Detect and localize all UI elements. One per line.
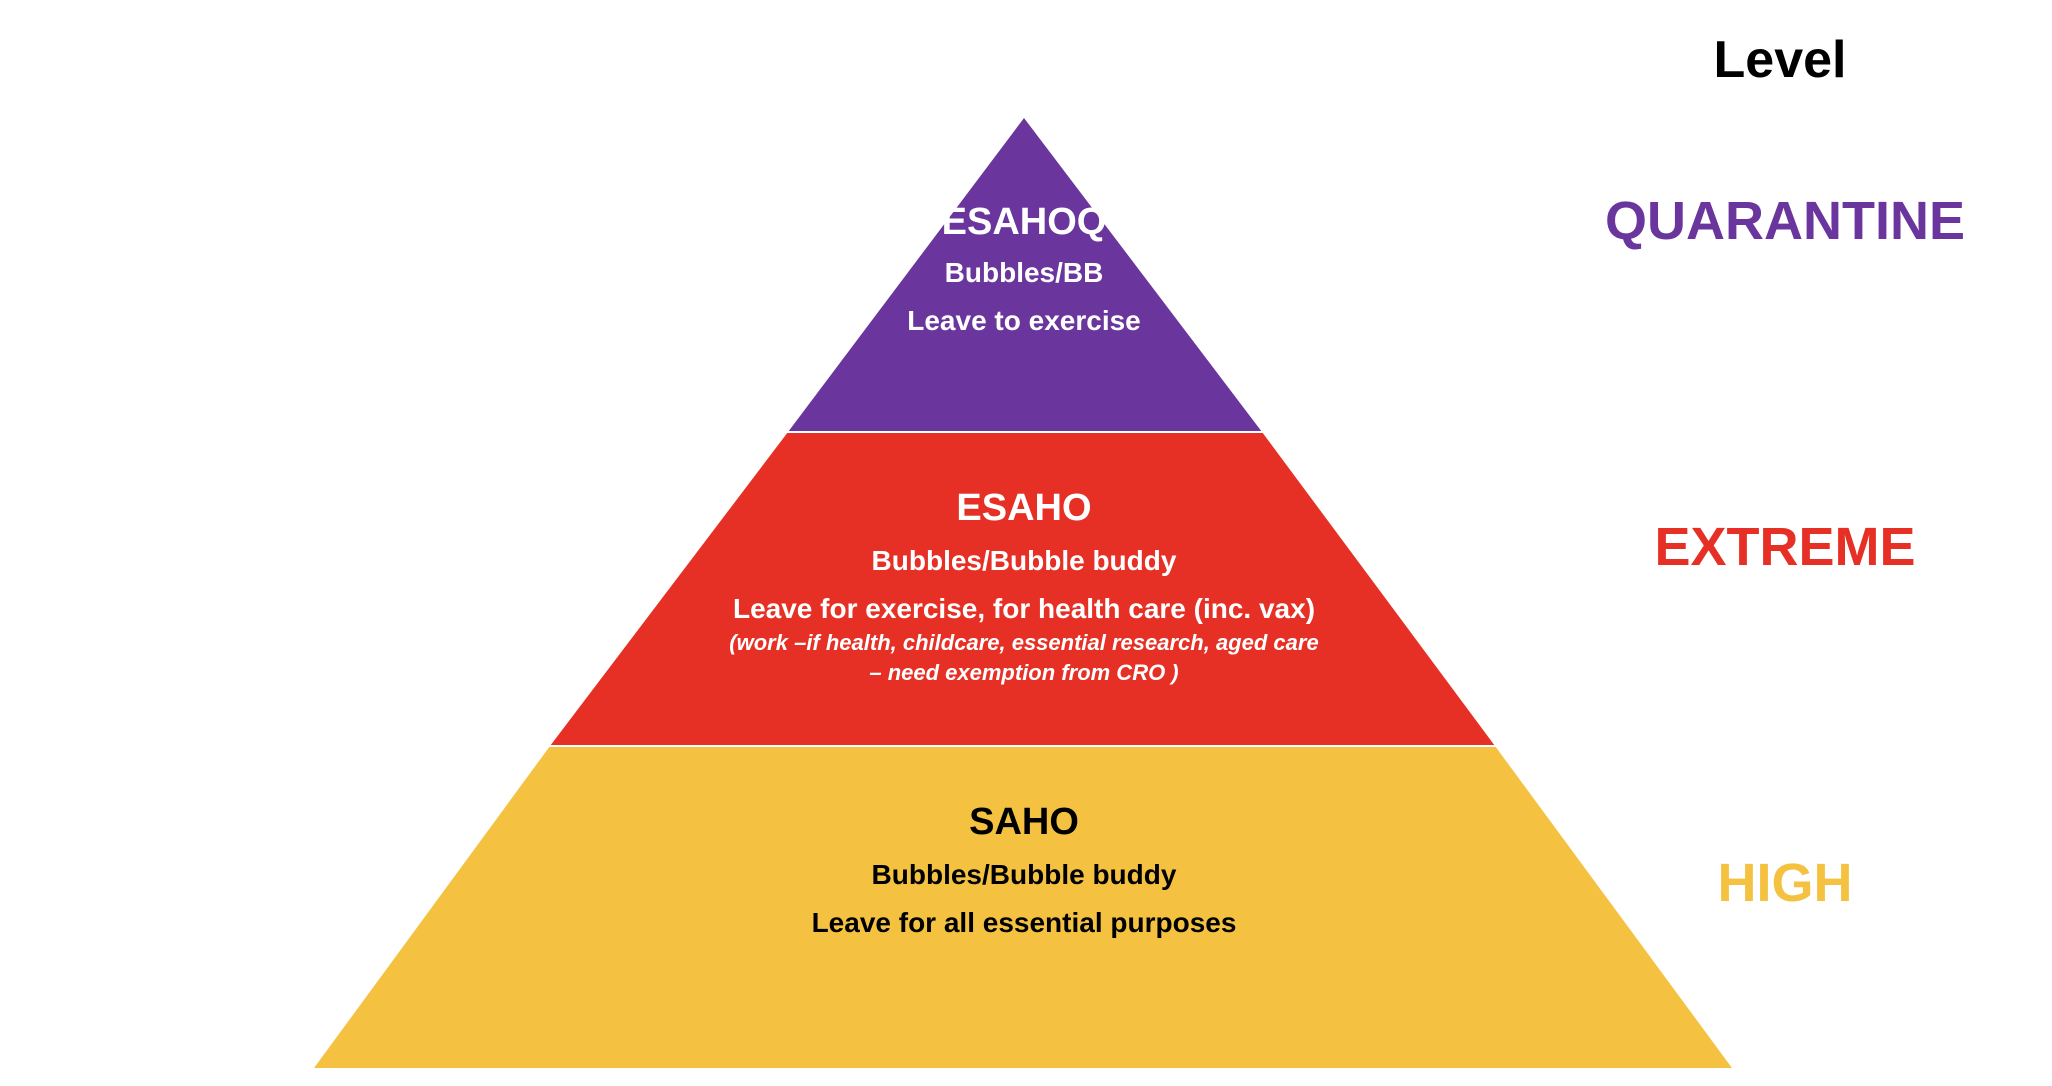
level-heading: Level	[1713, 31, 1847, 89]
tier-extreme-name: ESAHO	[956, 487, 1092, 529]
tier-quarantine-text: ESAHOQ Bubbles/BB Leave to exercise	[907, 200, 1141, 338]
tier-quarantine-shape	[788, 118, 1262, 432]
tier-quarantine-line-1: Bubbles/BB	[944, 257, 1104, 288]
tier-high-name: SAHO	[969, 801, 1079, 843]
tier-extreme-shape	[550, 432, 1495, 746]
level-extreme-label: EXTREME	[1654, 517, 1916, 577]
tier-high-shape	[314, 746, 1732, 1068]
tier-extreme-line-1: Bubbles/Bubble buddy	[871, 545, 1177, 576]
tier-high-line-1: Bubbles/Bubble buddy	[871, 859, 1177, 890]
tier-quarantine-name: ESAHOQ	[941, 201, 1107, 243]
tier-extreme-line-2: Leave for exercise, for health care (inc…	[732, 593, 1316, 624]
tier-quarantine-line-2: Leave to exercise	[907, 305, 1141, 336]
tier-extreme-text: ESAHO Bubbles/Bubble buddy Leave for exe…	[724, 486, 1324, 688]
tier-high-text: SAHO Bubbles/Bubble buddy Leave for all …	[812, 800, 1237, 940]
tier-extreme-note: (work –if health, childcare, essential r…	[729, 630, 1319, 685]
level-quarantine-label: QUARANTINE	[1605, 191, 1965, 251]
tier-high-line-2: Leave for all essential purposes	[811, 907, 1237, 938]
level-high-label: HIGH	[1717, 853, 1853, 913]
